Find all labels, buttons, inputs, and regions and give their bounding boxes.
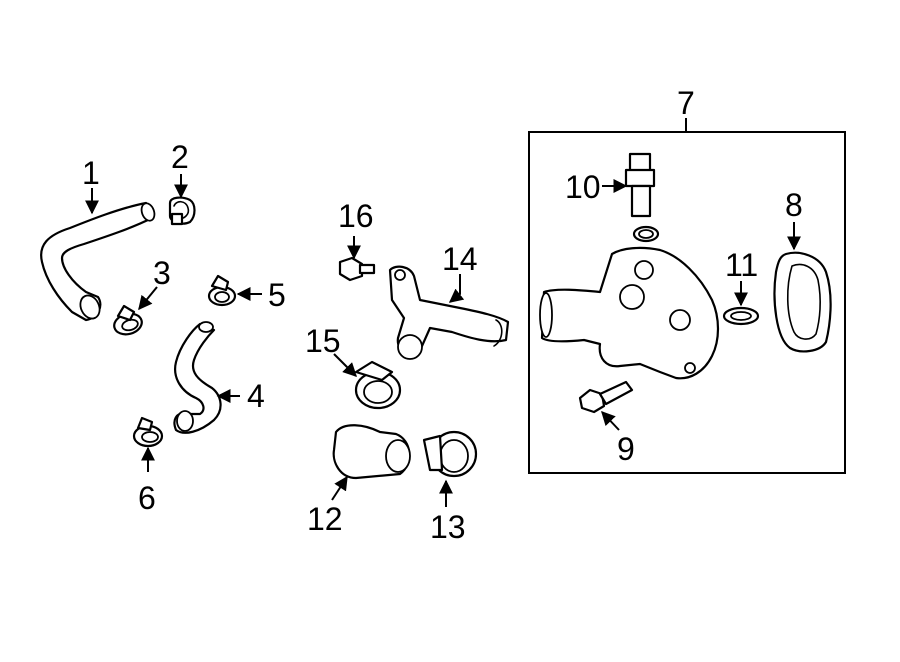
callout-11: 11 [725,247,758,283]
part-2-clamp[interactable] [168,196,196,226]
callout-16: 16 [338,198,374,234]
callout-7: 7 [677,85,695,121]
part-12-elbow-hose[interactable] [332,424,411,480]
callout-1: 1 [82,155,100,191]
callout-3: 3 [153,255,171,291]
leader-lines [85,118,801,507]
callout-12: 12 [307,501,343,537]
part-3-clamp[interactable] [112,304,144,337]
part-16-bolt[interactable] [338,256,376,282]
leader-14 [448,274,465,303]
part-6-clamp[interactable] [132,416,164,448]
callout-5: 5 [268,277,286,313]
callout-8: 8 [785,187,803,223]
part-8-gasket[interactable] [773,251,832,353]
leader-15 [333,353,357,377]
callout-9: 9 [617,431,635,467]
part-5-clamp[interactable] [207,274,237,307]
part-7-housing[interactable] [539,246,720,380]
part-15-clamp[interactable] [354,360,402,410]
callout-labels: 1 2 3 4 5 6 7 8 9 10 11 12 13 14 15 16 [82,85,803,545]
callout-13: 13 [430,509,466,545]
callout-2: 2 [171,139,189,175]
part-4-hose[interactable] [173,321,222,434]
part-10-sensor[interactable] [624,152,656,218]
callout-6: 6 [138,480,156,516]
part-11-washer[interactable] [722,306,760,326]
leader-12 [331,475,348,501]
callout-4: 4 [247,378,265,414]
part-1-hose[interactable] [40,201,157,322]
part-9-bolt[interactable] [578,380,634,414]
part-13-clamp[interactable] [422,430,478,478]
callout-15: 15 [305,323,341,359]
o-ring[interactable] [632,225,660,243]
part-14-pipe[interactable] [388,265,510,360]
callout-14: 14 [442,241,478,277]
leader-3 [138,286,158,311]
leader-9 [601,410,620,431]
callout-10: 10 [565,169,601,205]
